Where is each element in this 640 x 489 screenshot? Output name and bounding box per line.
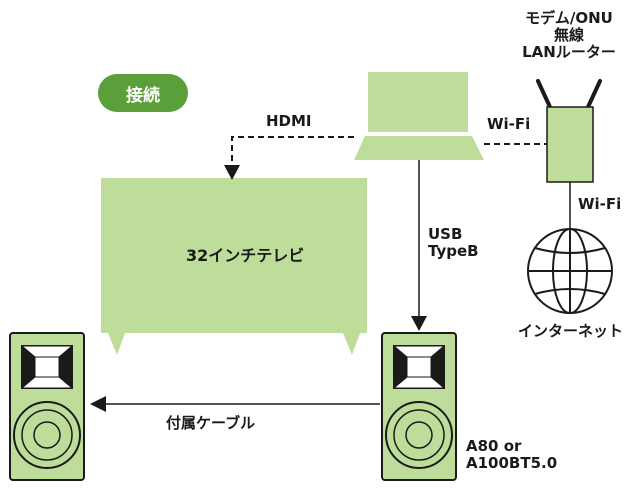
laptop-screen <box>368 72 468 132</box>
wifi-internet-label: Wi-Fi <box>578 195 622 213</box>
globe-icon <box>527 228 613 314</box>
internet-label: インターネット <box>518 322 624 340</box>
tv-screen <box>101 178 367 333</box>
router-antenna-right <box>586 79 602 109</box>
router-label-line3: LANルーター <box>522 43 616 61</box>
laptop <box>354 72 484 160</box>
connection-badge: 接続 <box>98 74 188 112</box>
tv-label: 32インチテレビ <box>186 246 305 265</box>
connection-lines <box>104 136 571 405</box>
router-label-line2: 無線 <box>553 26 584 44</box>
router-antenna-left <box>536 79 552 109</box>
router-label: モデム/ONU 無線 LANルーター <box>508 10 630 61</box>
speaker-model-line2: A100BT5.0 <box>466 454 558 472</box>
laptop-base <box>354 136 484 160</box>
speaker-model-line1: A80 or <box>466 437 522 455</box>
usb-arrowhead <box>411 316 427 331</box>
arrowheads <box>90 165 427 412</box>
hdmi-line <box>231 136 354 166</box>
cable-arrowhead <box>90 396 106 412</box>
hdmi-label: HDMI <box>266 112 312 130</box>
tv-stand-left <box>108 333 125 355</box>
cable-label: 付属ケーブル <box>166 414 256 432</box>
hdmi-arrowhead <box>224 165 240 180</box>
usb-label: USB TypeB <box>428 226 479 260</box>
tv <box>101 178 367 355</box>
router-label-line1: モデム/ONU <box>525 9 613 27</box>
tv-stand-right <box>343 333 360 355</box>
router <box>536 79 602 183</box>
speaker-left <box>9 332 85 481</box>
usb-label-line2: TypeB <box>428 242 479 260</box>
router-body <box>546 106 594 183</box>
speaker-model-label: A80 or A100BT5.0 <box>466 438 557 472</box>
wifi-laptop-label: Wi-Fi <box>487 115 531 133</box>
speaker-right <box>381 332 457 481</box>
usb-label-line1: USB <box>428 225 463 243</box>
